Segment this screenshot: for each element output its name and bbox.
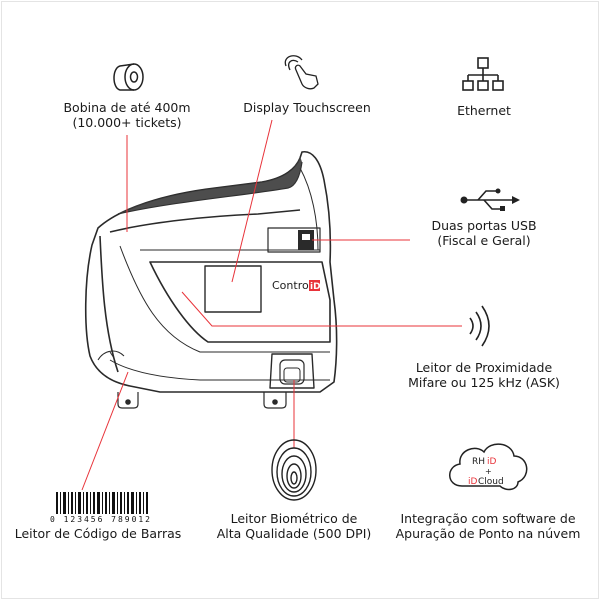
touch-hand-icon (284, 55, 319, 90)
cloud-plus: + (485, 467, 492, 476)
foot-right (263, 392, 287, 409)
label-biometric-line1: Leitor Biométrico de (230, 511, 358, 526)
label-ethernet-text: Ethernet (457, 103, 511, 118)
device (84, 151, 338, 409)
label-biometric: Leitor Biométrico de Alta Qualidade (500… (217, 511, 372, 541)
paper-roll-icon (113, 63, 144, 91)
cloud-line1-b: iD (487, 457, 497, 467)
leader-lines (81, 119, 462, 491)
barcode-icon (56, 492, 148, 514)
label-bobina-line1: Bobina de até 400m (63, 100, 191, 115)
label-barcode: Leitor de Código de Barras (15, 526, 182, 541)
label-biometric-line2: Alta Qualidade (500 DPI) (216, 526, 372, 541)
fingerprint-icon (271, 439, 317, 501)
leader-barcode (81, 371, 129, 491)
label-display-text: Display Touchscreen (243, 100, 371, 115)
label-proximity-line1: Leitor de Proximidade (415, 360, 553, 375)
label-proximity-line2: Mifare ou 125 kHz (ASK) (408, 375, 560, 390)
cloud-icon (449, 443, 528, 491)
proximity-waves-icon (469, 305, 490, 347)
leader-proximity (181, 291, 462, 327)
label-ethernet: Ethernet (457, 103, 511, 118)
brand-suffix: iD (310, 282, 321, 292)
label-integration-line1: Integração com software de (400, 511, 576, 526)
cloud-line2-b: Cloud (478, 477, 504, 487)
cloud-line2-a: iD (468, 477, 478, 487)
label-integration: Integração com software de Apuração de P… (396, 511, 581, 541)
label-usb-line2: (Fiscal e Geral) (437, 233, 531, 248)
label-usb: Duas portas USB (Fiscal e Geral) (431, 218, 536, 248)
network-icon (462, 57, 504, 91)
fingerprint-sensor (269, 353, 315, 389)
display-screen (204, 265, 262, 313)
label-bobina-line2: (10.000+ tickets) (72, 115, 182, 130)
barcode-digits: 0 123456 789012 (50, 515, 150, 524)
cloud-line1-a: RH (472, 457, 485, 467)
label-barcode-text: Leitor de Código de Barras (14, 526, 182, 541)
usb-icon (460, 188, 520, 211)
usb-slot (267, 227, 321, 253)
brand-text: Control (272, 279, 312, 292)
label-display: Display Touchscreen (243, 100, 370, 115)
label-bobina: Bobina de até 400m (10.000+ tickets) (63, 100, 190, 130)
front-panel (149, 261, 331, 343)
leader-display (231, 119, 273, 283)
label-usb-line1: Duas portas USB (431, 218, 537, 233)
label-proximity: Leitor de Proximidade Mifare ou 125 kHz … (408, 360, 560, 390)
label-integration-line2: Apuração de Ponto na núvem (395, 526, 581, 541)
foot-left (117, 392, 139, 409)
